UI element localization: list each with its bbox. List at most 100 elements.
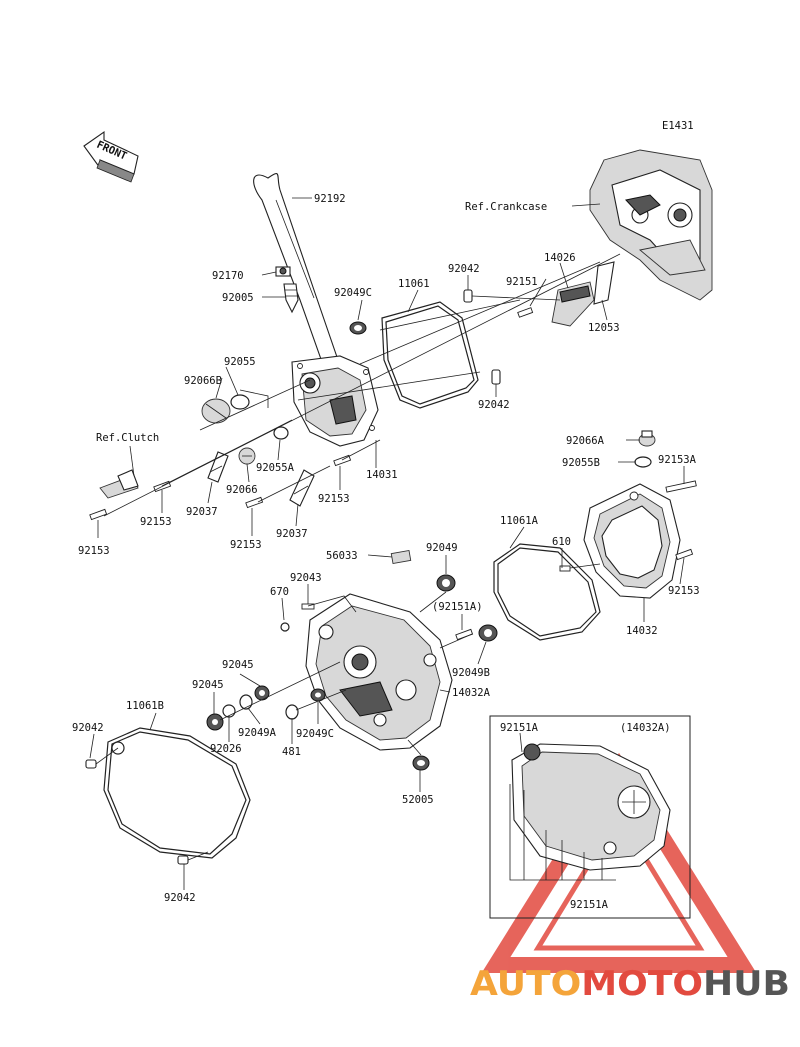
part-label-11061b: 11061B [126, 700, 164, 712]
clamp-pipe-92037-b [289, 469, 315, 507]
bearing-92045-b [254, 685, 270, 701]
seal-92049a [239, 694, 253, 710]
part-label-92049a: 92049A [238, 727, 277, 739]
ref-clutch-label: Ref.Clutch [96, 432, 159, 444]
o-ring-670 [280, 622, 290, 632]
engine-cover-14032a [305, 593, 453, 751]
part-label-92055b: 92055B [562, 457, 600, 469]
part-label-92066a: 92066A [566, 435, 605, 447]
part-label-14031: 14031 [366, 469, 398, 481]
part-label-92037-a: 92037 [186, 506, 218, 518]
hose-clamp-92170 [275, 266, 291, 277]
part-label-610: 610 [552, 536, 571, 548]
plug-92066b [201, 398, 231, 424]
part-label-92037-b: 92037 [276, 528, 308, 540]
gasket-11061a [493, 543, 601, 641]
dowel-610 [559, 565, 571, 572]
dowel-pin-92042-d [177, 855, 189, 865]
watermark-moto: MOTO [581, 964, 703, 1004]
ref-crankcase-label: Ref.Crankcase [465, 201, 547, 213]
part-label-92026: 92026 [210, 743, 242, 755]
part-label-92049c-top: 92049C [334, 287, 372, 299]
exploded-view-leader-lines-lower [95, 563, 601, 861]
o-ring-92055b [634, 456, 652, 468]
part-label-11061a: 11061A [500, 515, 539, 527]
clutch-cover-14032 [583, 483, 681, 599]
part-label-92170: 92170 [212, 270, 244, 282]
bolt-92153-a [89, 508, 108, 521]
gasket-11061 [381, 301, 479, 409]
part-label-12053: 12053 [588, 322, 620, 334]
part-label-92151a-inset-bottom: 92151A [570, 899, 609, 911]
part-label-92151a-paren: (92151A) [432, 601, 483, 613]
part-label-92045-b: 92045 [192, 679, 224, 691]
part-label-92045-a: 92045 [222, 659, 254, 671]
plug-92066 [238, 447, 256, 465]
oil-seal-92049 [436, 574, 456, 592]
oil-seal-52005 [412, 755, 430, 771]
part-label-92153-e: 92153 [668, 585, 700, 597]
dowel-pin-92042-a [463, 289, 473, 303]
bolt-92153-e [675, 548, 694, 561]
clutch-reference-drawing [99, 469, 139, 499]
clamp-pipe-92037-a [207, 451, 229, 483]
part-label-92055: 92055 [224, 356, 256, 368]
part-label-92005: 92005 [222, 292, 254, 304]
part-label-92153-c: 92153 [78, 545, 110, 557]
dowel-pin-92042-c [85, 759, 97, 769]
part-label-92043: 92043 [290, 572, 322, 584]
bolt-92153a [665, 480, 697, 493]
part-label-92049c-bottom: 92049C [296, 728, 334, 740]
bearing-92045-a [206, 713, 224, 731]
part-label-481: 481 [282, 746, 301, 758]
part-label-14026: 14026 [544, 252, 576, 264]
part-label-92151: 92151 [506, 276, 538, 288]
inset-title: (14032A) [620, 722, 671, 734]
o-ring-92055a [273, 426, 289, 440]
watermark-auto: AUTO [470, 964, 581, 1004]
inset-box-14032a [489, 715, 691, 919]
o-ring-481 [285, 704, 299, 720]
part-label-11061: 11061 [398, 278, 430, 290]
bolt-92153-c [245, 496, 264, 509]
part-label-92151a-inset-top: 92151A [500, 722, 539, 734]
plug-92066a [638, 430, 656, 447]
front-arrow-icon: FRONT [83, 130, 139, 183]
label-plate-56033 [390, 549, 412, 565]
part-label-92055a: 92055A [256, 462, 295, 474]
crankcase-reference-drawing [589, 149, 713, 301]
washer-92026 [222, 704, 236, 718]
chain-guide-assembly [517, 261, 615, 327]
part-label-92042-d: 92042 [164, 892, 196, 904]
diagram-labels: E1431 Ref.Crankcase Ref.Clutch (14032A) … [72, 120, 700, 911]
diagram-code: E1431 [662, 120, 694, 132]
part-label-52005: 52005 [402, 794, 434, 806]
part-label-92153-d: 92153 [230, 539, 262, 551]
watermark-hub: HUB [703, 964, 790, 1004]
part-label-92192: 92192 [314, 193, 346, 205]
part-label-92066b: 92066B [184, 375, 222, 387]
part-label-92042-b: 92042 [478, 399, 510, 411]
label-leader-lines [89, 197, 685, 890]
fitting-92005 [283, 283, 299, 314]
water-pump-cover-14031 [291, 355, 379, 447]
part-label-56033: 56033 [326, 550, 358, 562]
oil-seal-92049c-top [349, 321, 367, 335]
part-label-92042-c: 92042 [72, 722, 104, 734]
part-label-92153-a: 92153 [140, 516, 172, 528]
part-label-14032a: 14032A [452, 687, 491, 699]
o-ring-92055 [230, 394, 250, 410]
part-label-670: 670 [270, 586, 289, 598]
part-label-92049b: 92049B [452, 667, 490, 679]
part-label-92153a: 92153A [658, 454, 697, 466]
oil-seal-92049b [478, 624, 498, 642]
part-label-92066: 92066 [226, 484, 258, 496]
part-label-92042-a: 92042 [448, 263, 480, 275]
exploded-view-leader-lines-upper [103, 253, 621, 517]
part-label-14032: 14032 [626, 625, 658, 637]
gasket-11061b [103, 727, 251, 859]
part-label-92153-b: 92153 [318, 493, 350, 505]
